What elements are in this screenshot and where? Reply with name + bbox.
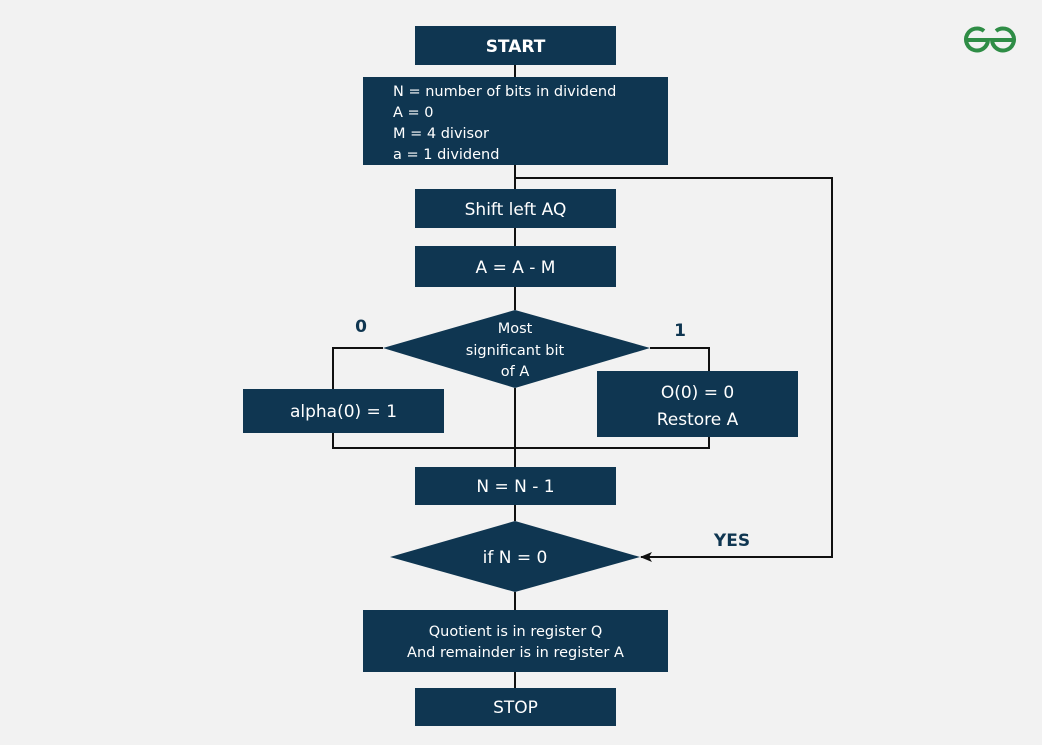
start-node: START (415, 26, 616, 65)
shift-node: Shift left AQ (415, 189, 616, 228)
init-line: N = number of bits in dividend (393, 84, 616, 100)
edge-loop-yes (515, 177, 833, 562)
init-line: M = 4 divisor (393, 126, 489, 142)
check-n-node: if N = 0 (390, 521, 640, 592)
result-line: And remainder is in register A (407, 645, 624, 661)
decrement-label: N = N - 1 (476, 477, 554, 497)
init-line: a = 1 dividend (393, 147, 499, 163)
restore-node: O(0) = 0 Restore A (597, 371, 798, 437)
stop-node: STOP (415, 688, 616, 726)
stop-label: STOP (493, 698, 538, 718)
check-n-label: if N = 0 (483, 548, 548, 568)
subtract-label: A = A - M (476, 258, 556, 278)
decrement-node: N = N - 1 (415, 467, 616, 505)
start-label: START (486, 37, 546, 57)
restore-line: O(0) = 0 (661, 383, 734, 403)
label-zero: 0 (355, 317, 367, 337)
set-one-label: alpha(0) = 1 (290, 402, 397, 422)
label-yes: YES (713, 531, 750, 551)
set-one-node: alpha(0) = 1 (243, 389, 444, 433)
restore-line: Restore A (657, 410, 739, 430)
msb-line: Most (498, 321, 533, 337)
result-node: Quotient is in register Q And remainder … (363, 610, 668, 672)
label-one: 1 (674, 321, 686, 341)
msb-decision-node: Most significant bit of A (383, 310, 650, 388)
init-line: A = 0 (393, 105, 434, 121)
shift-label: Shift left AQ (465, 200, 567, 220)
msb-line: of A (501, 364, 530, 380)
init-node: N = number of bits in dividend A = 0 M =… (363, 77, 668, 165)
msb-line: significant bit (466, 343, 565, 359)
result-line: Quotient is in register Q (429, 624, 603, 640)
connectors (332, 65, 833, 688)
edge-branches (332, 347, 710, 449)
gfg-logo (964, 26, 1016, 53)
subtract-node: A = A - M (415, 246, 616, 287)
